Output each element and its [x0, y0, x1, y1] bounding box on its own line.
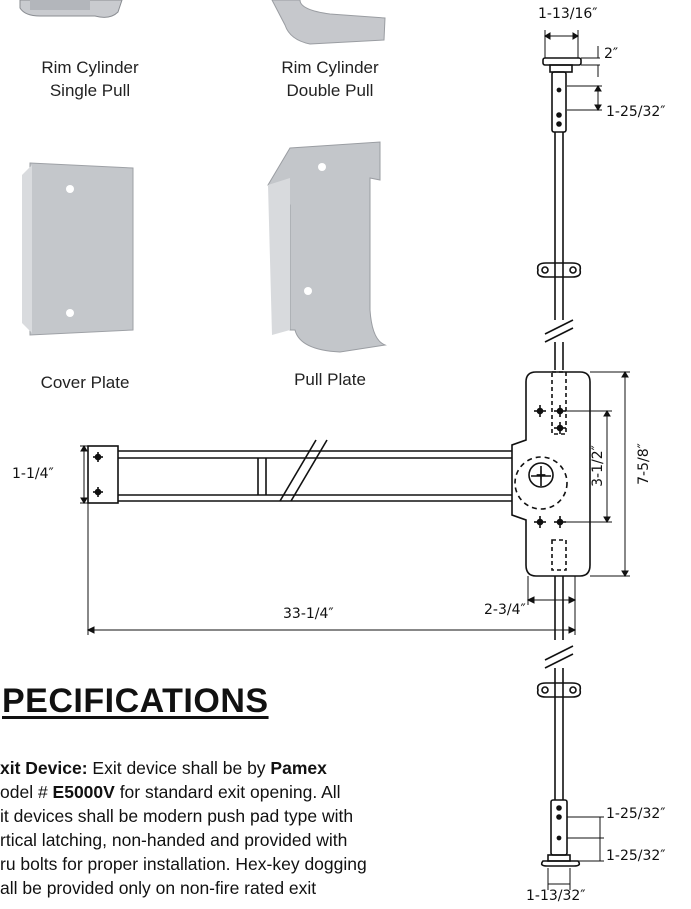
spec-line-5: ru bolts for proper installation. Hex-ke… [0, 854, 367, 874]
specifications-heading: PECIFICATIONS [2, 682, 269, 720]
spec-line-2: odel # E5000V for standard exit opening.… [0, 780, 505, 804]
pull-plate-image [267, 141, 387, 353]
caption-cover-plate: Cover Plate [40, 373, 130, 392]
spec-line-3: it devices shall be modern push pad type… [0, 806, 354, 826]
spec-bold: xit Device: [0, 758, 88, 778]
dim-top-width: 1-13/16″ [538, 6, 598, 22]
caption-rim-single-pull: Rim Cylinder Single Pull [15, 56, 165, 102]
dim-bottom-cylinder-2: 1-25/32″ [606, 848, 666, 864]
push-bar [87, 439, 512, 504]
bottom-rod-assembly [536, 576, 582, 867]
cover-plate-image [22, 162, 134, 336]
dim-plate-height: 7-5/8″ [635, 443, 652, 485]
dim-bottom-cylinder-1: 1-25/32″ [606, 806, 666, 822]
dim-plate-offset: 2-3/4″ [484, 602, 526, 618]
center-case: + [511, 371, 591, 577]
spec-text: odel # [0, 782, 53, 802]
dim-bar-height: 1-1/4″ [12, 466, 54, 482]
caption-pull-plate: Pull Plate [294, 370, 366, 389]
dim-bar-length: 33-1/4″ [283, 606, 334, 622]
spec-line-4: rtical latching, non-handed and provided… [0, 830, 348, 850]
rim-double-pull-image [271, 0, 386, 45]
specifications-body: xit Device: Exit device shall be by Pame… [0, 756, 505, 900]
dimension-lines [80, 30, 630, 890]
spec-model: E5000V [52, 782, 115, 802]
center-screws [534, 405, 566, 528]
caption-line: Rim Cylinder [281, 58, 379, 77]
dim-top-height: 2″ [604, 46, 619, 62]
caption-line: Single Pull [49, 81, 131, 100]
dim-center-height: 3-1/2″ [589, 445, 606, 487]
dim-top-cylinder: 1-25/32″ [606, 104, 666, 120]
spec-line-6: all be provided only on non-fire rated e… [0, 878, 317, 898]
rim-single-pull-image [19, 0, 123, 18]
dim-bottom-width: 1-13/32″ [526, 888, 586, 904]
spec-text: for standard exit opening. All [114, 782, 341, 802]
spec-brand: Pamex [270, 758, 327, 778]
spec-text: Exit device shall be by [87, 758, 271, 778]
top-rod-assembly [536, 57, 582, 370]
caption-line: Rim Cylinder [41, 58, 139, 77]
caption-rim-double-pull: Rim Cylinder Double Pull [255, 56, 405, 102]
caption-line: Double Pull [286, 81, 374, 100]
spec-line-1: xit Device: Exit device shall be by Pame… [0, 756, 505, 780]
